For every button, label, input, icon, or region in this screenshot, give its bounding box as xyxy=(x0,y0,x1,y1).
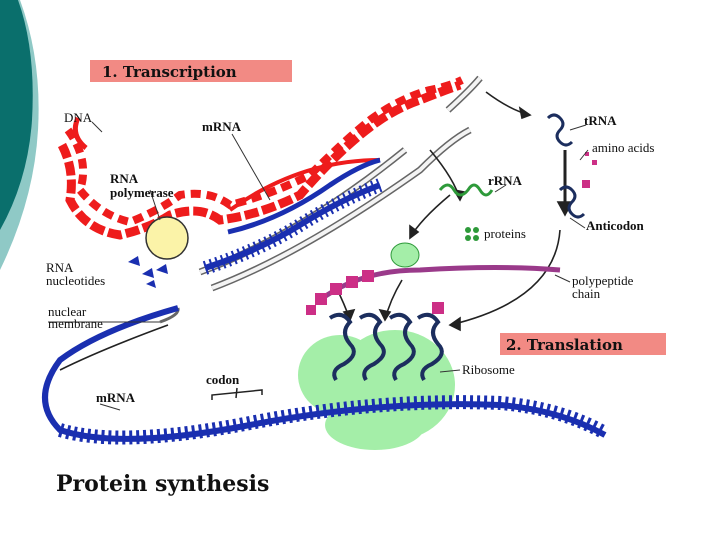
svg-text:1. Transcription: 1. Transcription xyxy=(102,63,237,81)
label-polypeptide-2: chain xyxy=(572,286,601,301)
polypeptide-chain xyxy=(306,265,561,315)
label-nuclear-membrane-2: membrane xyxy=(48,316,103,331)
rna-nucleotides xyxy=(128,256,168,288)
label-trna: tRNA xyxy=(584,113,617,128)
proteins-dots xyxy=(465,227,479,241)
codon-tick xyxy=(235,387,238,399)
label-proteins: proteins xyxy=(484,226,526,241)
rrna-strand xyxy=(438,183,494,197)
ribosome-trnas xyxy=(328,312,444,382)
label-nuclear-membrane-1: nuclear xyxy=(48,304,87,319)
label-mrna-bottom: mRNA xyxy=(96,390,136,405)
translation-label: 2. Translation xyxy=(500,333,666,355)
label-rna-nucleotides-2: nucleotides xyxy=(46,273,105,288)
label-rna-polymerase-2: polymerase xyxy=(110,185,174,200)
leader-lines xyxy=(48,121,589,411)
label-rrna: rRNA xyxy=(488,173,523,188)
svg-text:2. Translation: 2. Translation xyxy=(506,336,623,354)
label-amino-acids: amino acids xyxy=(592,140,654,155)
label-rna-nucleotides-1: RNA xyxy=(46,260,74,275)
mrna-strand-bottom xyxy=(42,305,609,445)
trna-molecule xyxy=(546,113,586,219)
page-title: Protein synthesis xyxy=(56,471,269,497)
transcription-label: 1. Transcription xyxy=(90,60,292,82)
label-mrna-top: mRNA xyxy=(202,119,242,134)
ribosome-subunit-small xyxy=(390,242,420,268)
label-polypeptide-1: polypeptide xyxy=(572,273,634,288)
transcribed-mrna xyxy=(202,157,383,275)
label-anticodon: Anticodon xyxy=(586,218,645,233)
label-dna: DNA xyxy=(64,110,93,125)
rna-polymerase xyxy=(145,216,189,260)
dna-helix xyxy=(57,76,464,240)
label-codon: codon xyxy=(206,372,240,387)
slide-decoration xyxy=(0,0,39,270)
nuclear-membrane xyxy=(159,75,483,324)
amino-acid-chain-small xyxy=(582,152,597,188)
process-arrows xyxy=(59,91,574,371)
label-rna-polymerase-1: RNA xyxy=(110,171,139,186)
ribosome xyxy=(298,330,455,450)
label-ribosome: Ribosome xyxy=(462,362,515,377)
